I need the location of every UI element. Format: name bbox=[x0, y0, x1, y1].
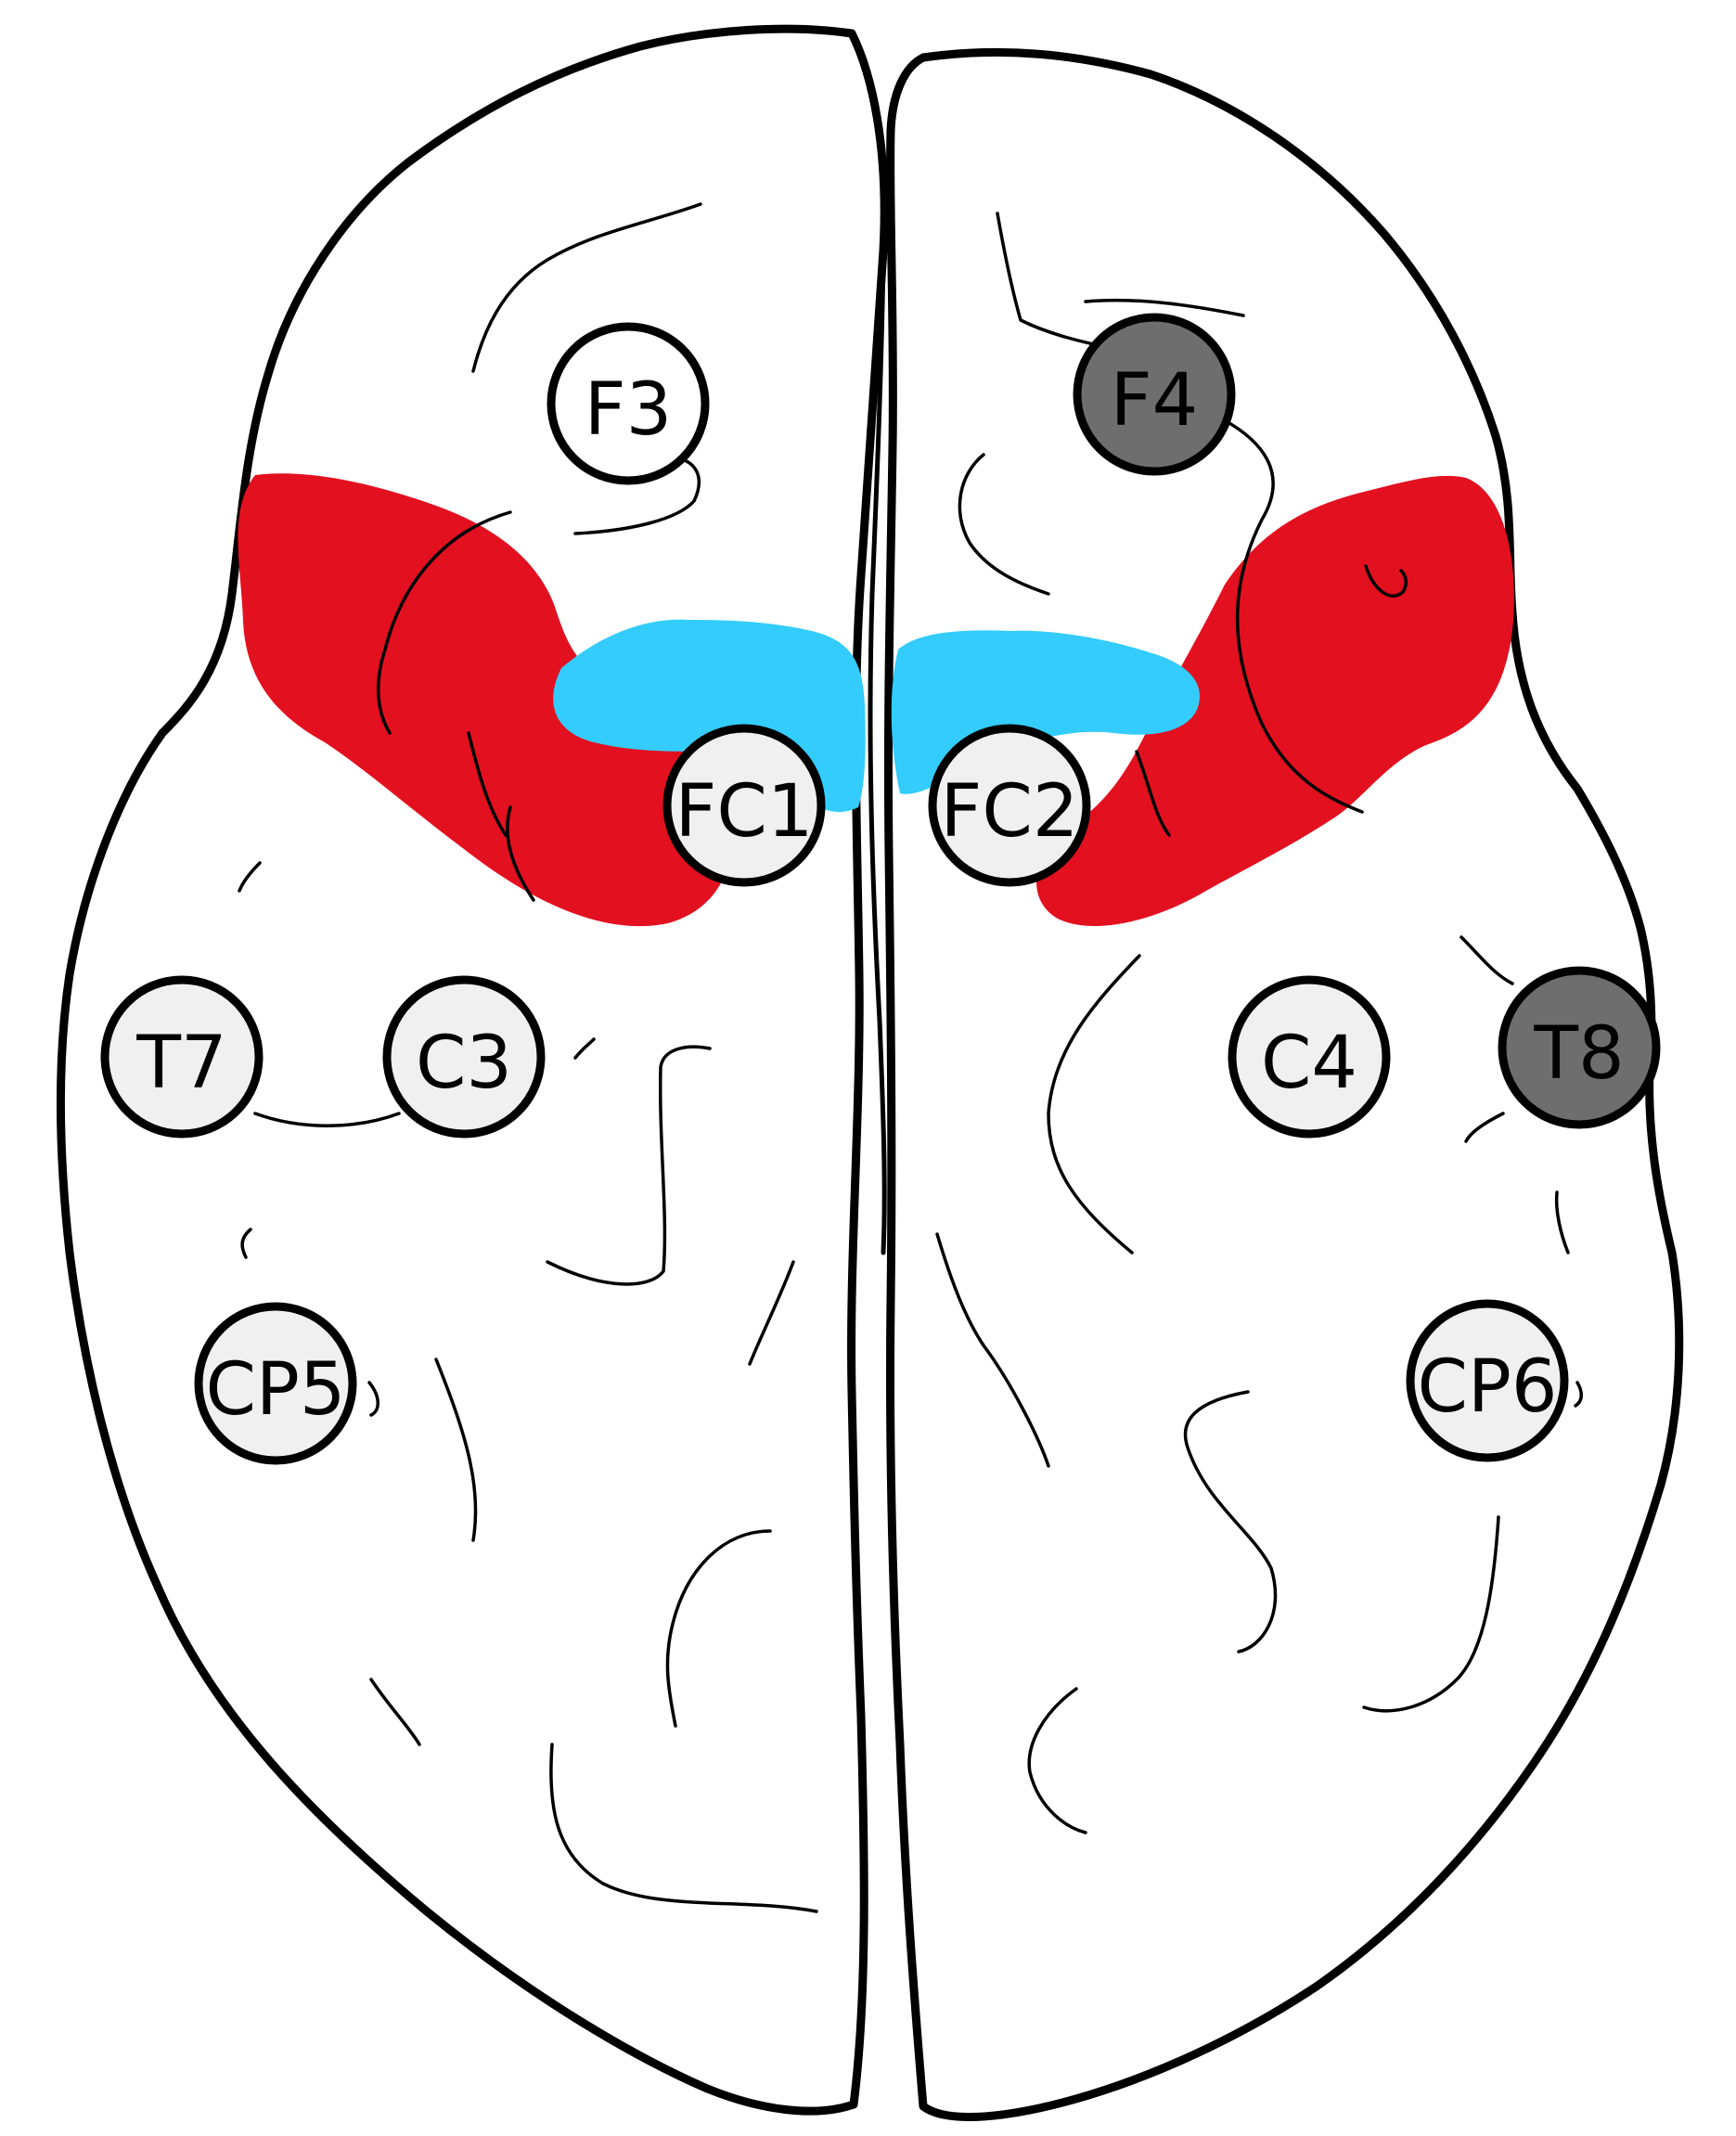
electrode-fc1: FC1 bbox=[662, 724, 826, 887]
sulcus bbox=[1460, 935, 1514, 985]
sulcus bbox=[996, 212, 1115, 350]
electrode-t8-label: T8 bbox=[1533, 1012, 1624, 1096]
electrode-f4-marker bbox=[1073, 313, 1236, 476]
electrode-cp5: CP5 bbox=[194, 1302, 357, 1465]
electrode-c4: C4 bbox=[1228, 975, 1391, 1139]
electrode-fc2-marker bbox=[928, 724, 1091, 887]
electrode-f3-marker bbox=[547, 322, 710, 485]
electrode-cp5-marker bbox=[194, 1302, 357, 1465]
sulcus bbox=[1574, 1381, 1583, 1408]
electrode-f4: F4 bbox=[1073, 313, 1236, 476]
electrode-c4-label: C4 bbox=[1261, 1022, 1357, 1105]
electrode-cp6-marker bbox=[1406, 1299, 1569, 1462]
sulcus bbox=[665, 1529, 772, 1728]
sulcus bbox=[1084, 298, 1245, 317]
electrode-fc2-label: FC2 bbox=[941, 770, 1079, 854]
electrode-fc2: FC2 bbox=[928, 724, 1091, 887]
sulcus bbox=[546, 1045, 712, 1286]
sulcus bbox=[1135, 750, 1171, 837]
left-sulci bbox=[238, 202, 818, 1913]
sulcus bbox=[434, 1358, 478, 1542]
sulcus bbox=[573, 1037, 596, 1060]
sulcus bbox=[369, 1678, 421, 1746]
central-fissure bbox=[868, 257, 887, 1255]
sulcus bbox=[1364, 564, 1408, 598]
right-sulci bbox=[935, 212, 1583, 1834]
electrode-c3-label: C3 bbox=[416, 1022, 512, 1105]
electrode-fc1-marker bbox=[662, 724, 826, 887]
sulcus bbox=[1047, 954, 1141, 1255]
electrode-t7: T7 bbox=[100, 975, 264, 1139]
electrode-t7-marker bbox=[100, 975, 264, 1139]
electrode-t8: T8 bbox=[1498, 966, 1661, 1129]
sulcus bbox=[549, 1743, 818, 1913]
sulcus bbox=[1464, 1112, 1505, 1143]
sulcus bbox=[1362, 1515, 1500, 1713]
electrode-cp6-label: CP6 bbox=[1417, 1345, 1557, 1429]
sulcus bbox=[573, 457, 701, 535]
right-premotor-region bbox=[1036, 475, 1514, 927]
left-premotor-region bbox=[238, 473, 731, 927]
electrode-layer: F3 F4 FC1 FC2 T7 C3 C4 T8 bbox=[100, 313, 1661, 1465]
sulcus bbox=[506, 805, 535, 902]
electrode-c3-marker bbox=[382, 975, 546, 1139]
sulcus bbox=[253, 1112, 401, 1127]
sulcus bbox=[935, 1232, 1050, 1468]
sulcus bbox=[367, 1381, 379, 1417]
electrode-cp6: CP6 bbox=[1406, 1299, 1569, 1462]
electrode-cp5-label: CP5 bbox=[205, 1348, 345, 1432]
sulcus bbox=[471, 202, 702, 373]
sulcus bbox=[1554, 1190, 1570, 1255]
sulcus bbox=[376, 510, 512, 735]
electrode-f4-label: F4 bbox=[1111, 359, 1199, 443]
sulcus bbox=[1027, 1687, 1087, 1834]
sulcus bbox=[1221, 418, 1364, 814]
sulcus bbox=[1183, 1390, 1278, 1653]
electrode-fc1-label: FC1 bbox=[675, 770, 814, 854]
electrode-c3: C3 bbox=[382, 975, 546, 1139]
electrode-t7-label: T7 bbox=[135, 1022, 226, 1105]
sulcus bbox=[958, 453, 1050, 596]
electrode-c4-marker bbox=[1228, 975, 1391, 1139]
electrode-f3-label: F3 bbox=[585, 368, 673, 452]
electrode-f3: F3 bbox=[547, 322, 710, 485]
sulcus bbox=[240, 1228, 252, 1259]
sulcus bbox=[238, 861, 262, 893]
sulcus bbox=[748, 1260, 795, 1366]
sulcus bbox=[467, 731, 508, 837]
electrode-t8-marker bbox=[1498, 966, 1661, 1129]
